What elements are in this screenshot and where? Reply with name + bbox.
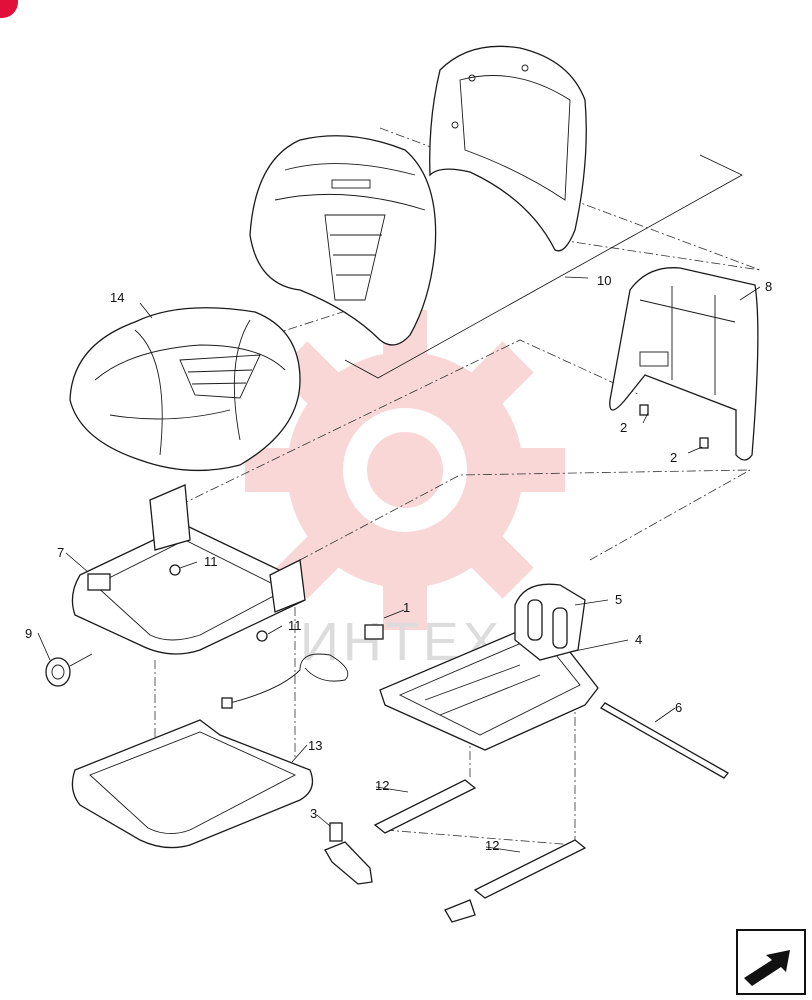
callout-2: 2 — [620, 420, 627, 435]
callout-11: 11 — [288, 618, 302, 633]
adjustment-rod — [600, 702, 729, 779]
callout-1: 1 — [403, 600, 410, 615]
seat-cushion — [69, 307, 301, 472]
leader-lines — [37, 276, 761, 853]
seat-switch — [364, 624, 384, 640]
seat-back-cushion — [249, 135, 437, 346]
seat-slide-rail — [373, 779, 477, 834]
callout-12: 12 — [485, 838, 499, 853]
seat-base-tray — [71, 719, 314, 849]
screw — [699, 437, 709, 449]
nut — [256, 630, 268, 642]
callout-4: 4 — [635, 632, 642, 647]
callout-9: 9 — [25, 626, 32, 641]
callout-5: 5 — [615, 592, 622, 607]
seat-pan-frame — [71, 484, 306, 655]
wiring-harness — [221, 653, 349, 709]
seat-back-frame — [609, 267, 759, 461]
callout-7: 7 — [57, 545, 64, 560]
callout-13: 13 — [308, 738, 322, 753]
callout-14: 14 — [110, 290, 124, 305]
callout-8: 8 — [765, 279, 772, 294]
seat-slide-rail — [444, 839, 587, 923]
callout-11: 11 — [204, 554, 218, 569]
bracket — [324, 822, 373, 885]
callout-3: 3 — [310, 806, 317, 821]
seat-assembly-leader — [344, 154, 743, 379]
callout-12: 12 — [375, 778, 389, 793]
callout-6: 6 — [675, 700, 682, 715]
seat-suspension-mechanism — [379, 583, 599, 751]
watermark-gear-logo — [245, 310, 565, 630]
callout-10: 10 — [597, 273, 611, 288]
callout-2: 2 — [670, 450, 677, 465]
screw — [639, 404, 649, 416]
next-page-arrow-icon[interactable] — [736, 929, 806, 995]
adjustment-knob — [45, 653, 93, 687]
corner-badge — [0, 0, 18, 18]
seat-back-rear-cover — [429, 45, 587, 252]
nut — [169, 564, 181, 576]
